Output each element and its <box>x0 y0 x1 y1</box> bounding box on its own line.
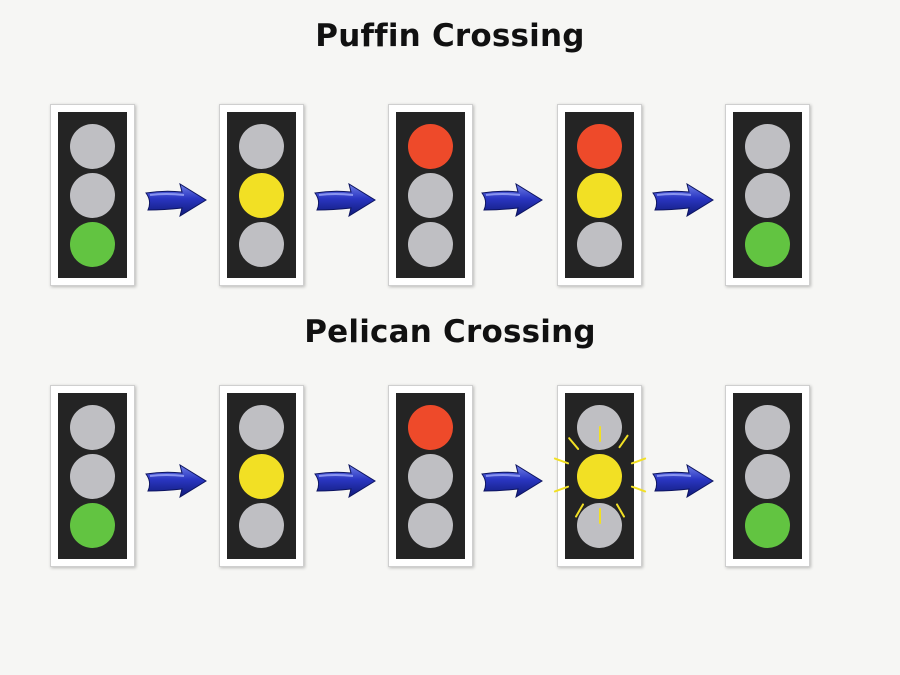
flash-ray <box>575 503 584 518</box>
red-lamp <box>239 405 284 450</box>
arrow-right-icon <box>652 464 714 498</box>
flash-ray <box>630 485 647 493</box>
amber-lamp <box>745 454 790 499</box>
traffic-signal <box>219 385 304 567</box>
amber-lamp <box>239 454 284 499</box>
traffic-signal <box>557 104 642 286</box>
arrow-right-icon <box>145 464 207 498</box>
amber-lamp <box>745 173 790 218</box>
green-lamp <box>408 503 453 548</box>
green-lamp <box>577 222 622 267</box>
signal-housing <box>227 112 296 278</box>
flash-ray <box>553 457 570 465</box>
red-lamp <box>745 405 790 450</box>
signal-housing <box>396 393 465 559</box>
green-lamp <box>239 503 284 548</box>
arrow-right-icon <box>481 183 543 217</box>
traffic-signal <box>50 104 135 286</box>
red-lamp <box>408 124 453 169</box>
puffin-crossing-title: Puffin Crossing <box>315 18 585 54</box>
red-lamp <box>70 124 115 169</box>
arrow-right-icon <box>314 464 376 498</box>
green-lamp <box>70 222 115 267</box>
traffic-signal <box>388 104 473 286</box>
green-lamp <box>745 222 790 267</box>
traffic-signal <box>725 104 810 286</box>
red-lamp <box>70 405 115 450</box>
flash-ray <box>553 485 570 493</box>
amber-lamp <box>70 454 115 499</box>
signal-housing <box>733 112 802 278</box>
flash-ray <box>616 503 625 518</box>
green-lamp <box>239 222 284 267</box>
green-lamp <box>70 503 115 548</box>
signal-housing <box>396 112 465 278</box>
amber-lamp <box>577 454 622 499</box>
traffic-signal <box>553 385 647 567</box>
traffic-signal <box>388 385 473 567</box>
amber-lamp <box>408 454 453 499</box>
amber-lamp <box>577 173 622 218</box>
amber-lamp <box>408 173 453 218</box>
traffic-signal <box>50 385 135 567</box>
pelican-crossing-title: Pelican Crossing <box>304 314 596 350</box>
red-lamp <box>408 405 453 450</box>
arrow-right-icon <box>145 183 207 217</box>
amber-lamp <box>70 173 115 218</box>
traffic-signal <box>219 104 304 286</box>
signal-housing <box>58 393 127 559</box>
green-lamp <box>408 222 453 267</box>
signal-housing <box>565 112 634 278</box>
flash-ray <box>618 434 629 449</box>
flashing-rays-icon <box>553 426 647 524</box>
red-lamp <box>239 124 284 169</box>
traffic-signal <box>725 385 810 567</box>
flash-ray <box>568 437 580 450</box>
red-lamp <box>577 124 622 169</box>
red-lamp <box>745 124 790 169</box>
pelican-sequence <box>0 385 900 575</box>
signal-housing <box>227 393 296 559</box>
signal-housing <box>733 393 802 559</box>
arrow-right-icon <box>314 183 376 217</box>
puffin-sequence <box>0 104 900 294</box>
amber-lamp <box>239 173 284 218</box>
signal-housing <box>58 112 127 278</box>
arrow-right-icon <box>652 183 714 217</box>
flash-ray <box>630 457 647 465</box>
green-lamp <box>745 503 790 548</box>
